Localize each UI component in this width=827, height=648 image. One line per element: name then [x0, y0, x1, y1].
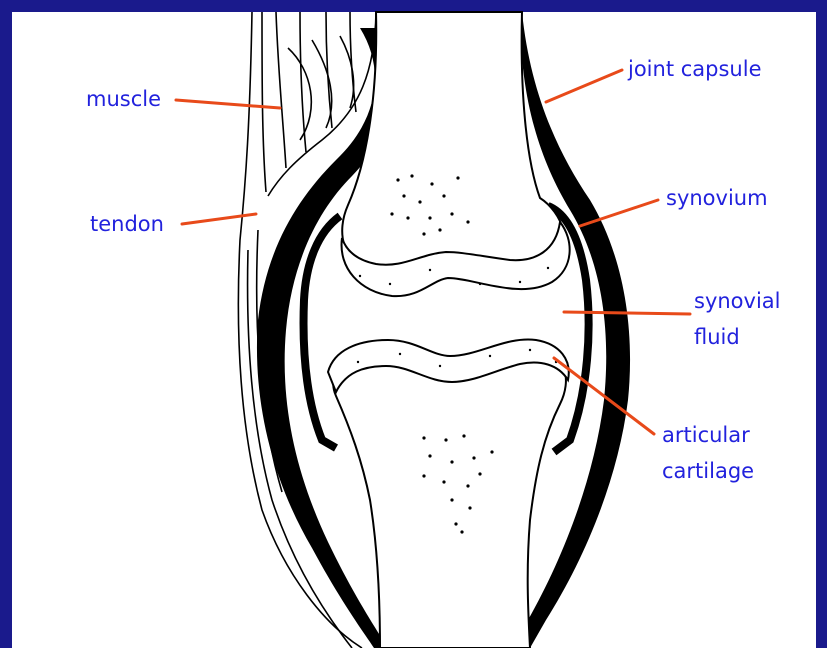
- lower-bone: [333, 350, 566, 648]
- label-fluid: fluid: [694, 320, 740, 354]
- label-cartilage: cartilage: [662, 454, 754, 488]
- label-muscle: muscle: [86, 82, 161, 116]
- joint-capsule-right: [520, 12, 630, 648]
- label-joint-capsule: joint capsule: [628, 52, 762, 86]
- upper-bone: [342, 12, 564, 274]
- leader-muscle: [176, 100, 280, 108]
- label-synovial: synovial: [694, 284, 781, 318]
- joint-capsule-left: [257, 28, 388, 648]
- leader-tendon: [182, 214, 256, 224]
- leader-synovial-fluid: [564, 312, 690, 314]
- label-synovium: synovium: [666, 181, 768, 215]
- leader-joint-capsule: [546, 70, 622, 102]
- synovium-left: [304, 216, 340, 448]
- label-articular: articular: [662, 418, 750, 452]
- label-tendon: tendon: [90, 207, 164, 241]
